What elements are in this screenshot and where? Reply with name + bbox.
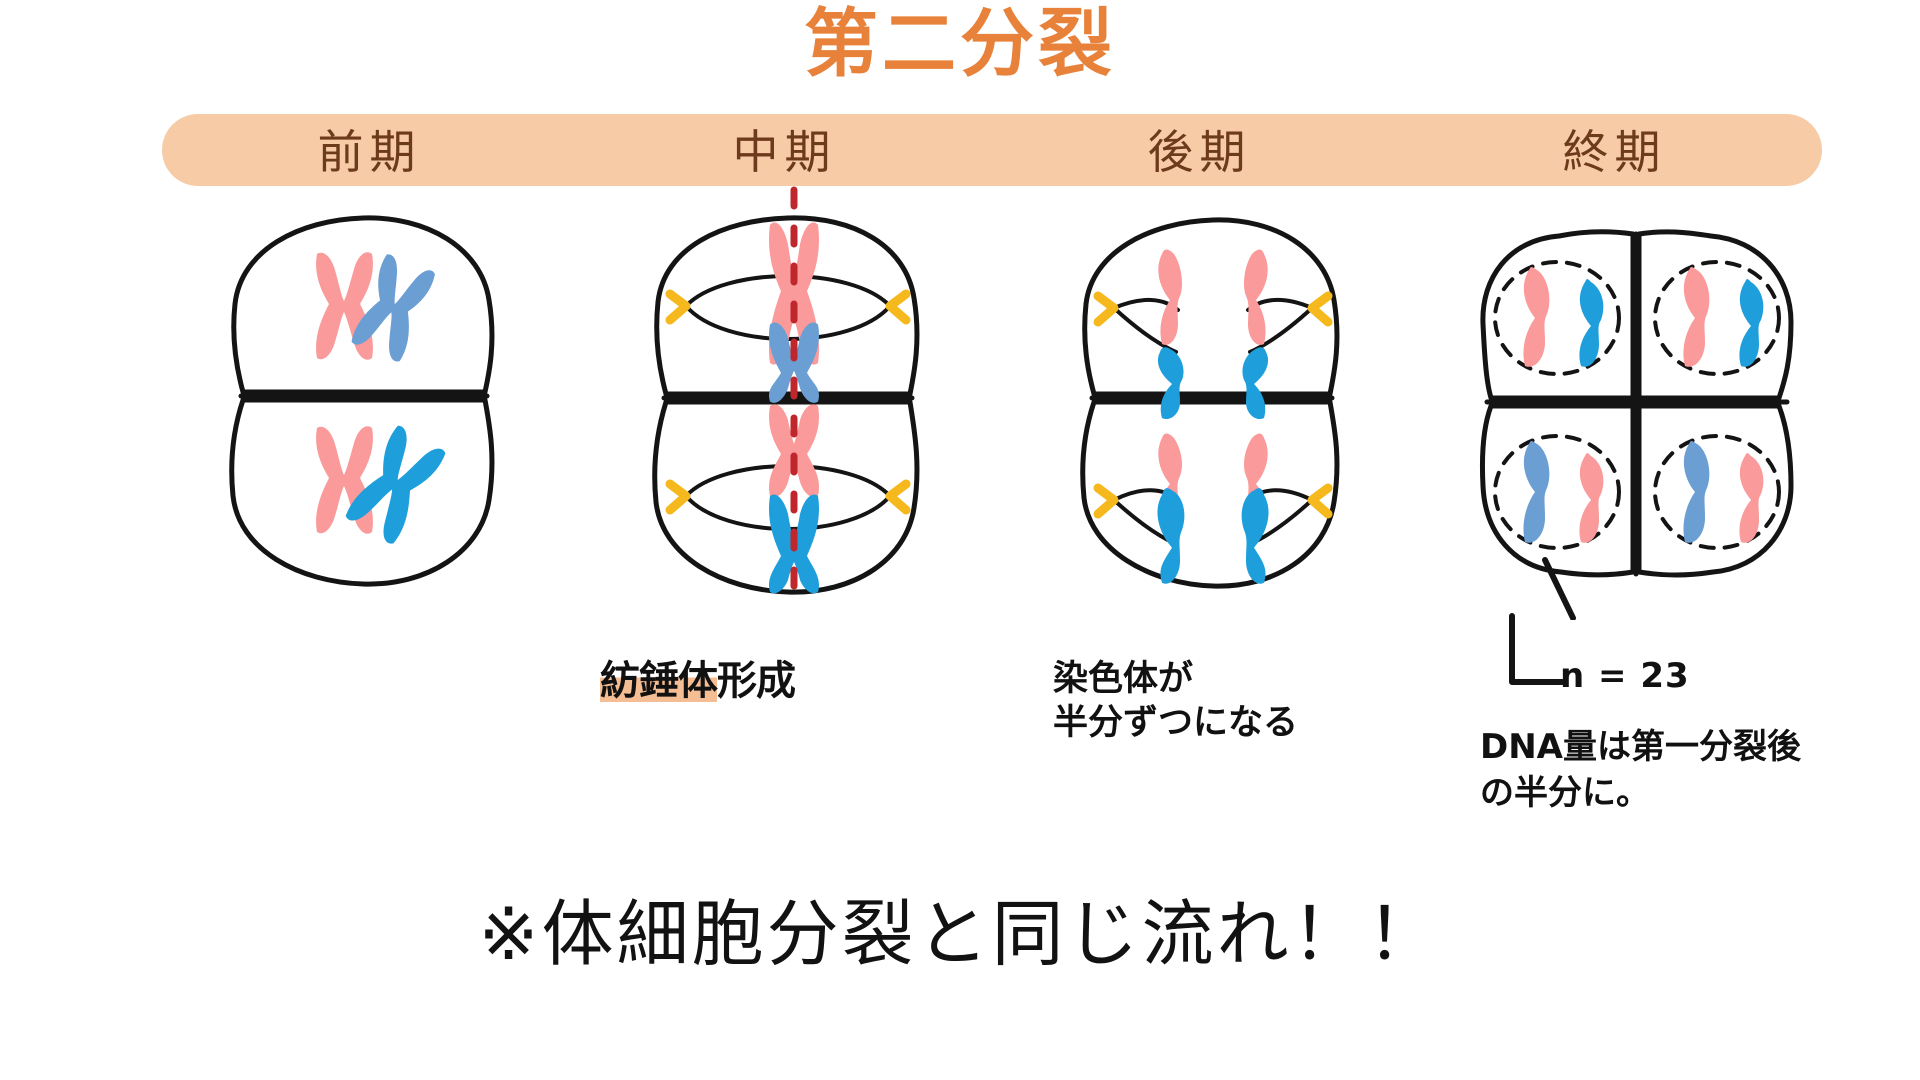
chromosome-blue-lower <box>345 425 445 544</box>
chromatid-pink-bottom-right <box>1738 453 1763 543</box>
diagram-prophase <box>150 200 575 620</box>
note-metaphase-highlighted: 紡錘体 <box>600 658 718 704</box>
chromosome-pink-lower <box>768 404 819 498</box>
phase-label: 中期 <box>732 125 837 179</box>
note-metaphase: 紡錘体形成 <box>600 656 796 706</box>
phase-header-metaphase: 中期 <box>577 114 992 186</box>
chromatid-pink-upper-left <box>1157 249 1182 345</box>
diagram-anaphase <box>1000 200 1425 620</box>
centriole-icon-upper-left <box>665 289 690 325</box>
centriole-icon-lower-left <box>665 479 690 515</box>
centriole-icon-upper-left <box>1093 291 1118 327</box>
phase-label: 終期 <box>1562 125 1667 179</box>
cell-membrane-upper <box>653 215 919 397</box>
cell-membrane-lower <box>1079 399 1339 589</box>
cell-membrane-upper <box>1081 217 1339 397</box>
phase-label: 後期 <box>1147 125 1252 179</box>
centriole-icon-lower-right <box>885 479 910 515</box>
cell-membrane-lower <box>651 399 919 595</box>
chromatid-blue-top-right <box>1738 279 1763 367</box>
centriole-icon-lower-right <box>1307 483 1332 519</box>
leader-line-to-n-label <box>1541 557 1576 620</box>
centriole-icon-upper-right <box>1307 291 1332 327</box>
centriole-icon-upper-right <box>885 289 910 325</box>
nuclear-envelope-top-left <box>1492 260 1621 376</box>
chromatid-blue-top-left <box>1578 279 1603 367</box>
phase-header-telophase: 終期 <box>1407 114 1822 186</box>
cell-membrane-top-right <box>1636 229 1793 401</box>
centriole-icon-lower-left <box>1093 483 1118 519</box>
cell-membrane-lower <box>228 397 494 587</box>
telophase-illustration <box>1479 229 1793 620</box>
diagram-metaphase <box>575 186 1000 620</box>
note-telophase-dna-amount: DNA量は第一分裂後 の半分に。 <box>1480 727 1801 813</box>
phase-header-anaphase: 後期 <box>992 114 1407 186</box>
chromosome-blue-upper <box>351 254 435 362</box>
footer-note: ※体細胞分裂と同じ流れ！！ <box>478 892 1442 976</box>
chromatid-pink-upper-right <box>1243 249 1268 345</box>
chromatid-blue-lower-left <box>1156 488 1184 584</box>
anaphase-illustration <box>1079 217 1339 589</box>
chromatid-pink-top-right <box>1682 267 1709 367</box>
note-telophase-chromosome-number: n = 23 <box>1560 656 1690 696</box>
page-title: 第二分裂 <box>804 1 1116 87</box>
chromosome-pink-lower <box>315 426 373 534</box>
chromatid-pink-bottom-left <box>1578 453 1603 543</box>
metaphase-illustration <box>651 186 919 608</box>
cell-membrane-top-left <box>1479 229 1635 401</box>
cell-membrane-bottom-right <box>1636 403 1793 578</box>
diagram-telophase <box>1425 200 1850 620</box>
n-label-leader-elbow <box>1509 613 1565 685</box>
chromatid-blue-bottom-right <box>1682 441 1709 543</box>
cell-membrane-bottom-left <box>1479 403 1635 578</box>
chromosome-blue-upper <box>768 322 819 403</box>
diagram-row <box>150 186 1850 620</box>
note-metaphase-rest: 形成 <box>717 658 796 704</box>
cell-membrane-upper <box>230 215 494 395</box>
chromatid-blue-bottom-left <box>1522 441 1549 543</box>
nuclear-envelope-top-right <box>1652 260 1781 376</box>
chromatid-blue-upper-right <box>1241 347 1268 420</box>
chromatid-pink-top-left <box>1522 267 1549 367</box>
nuclear-envelope-bottom-right <box>1652 434 1781 550</box>
note-anaphase: 染色体が 半分ずつになる <box>1053 659 1299 743</box>
prophase-illustration <box>228 215 494 587</box>
phase-label: 前期 <box>317 125 422 179</box>
nuclear-envelope-bottom-left <box>1492 434 1621 550</box>
chromatid-blue-upper-left <box>1157 347 1184 420</box>
phase-header-bar: 前期 中期 後期 終期 <box>162 114 1822 186</box>
chromatid-blue-lower-right <box>1241 488 1269 584</box>
phase-header-prophase: 前期 <box>162 114 577 186</box>
chromosome-pink-upper <box>315 252 373 360</box>
